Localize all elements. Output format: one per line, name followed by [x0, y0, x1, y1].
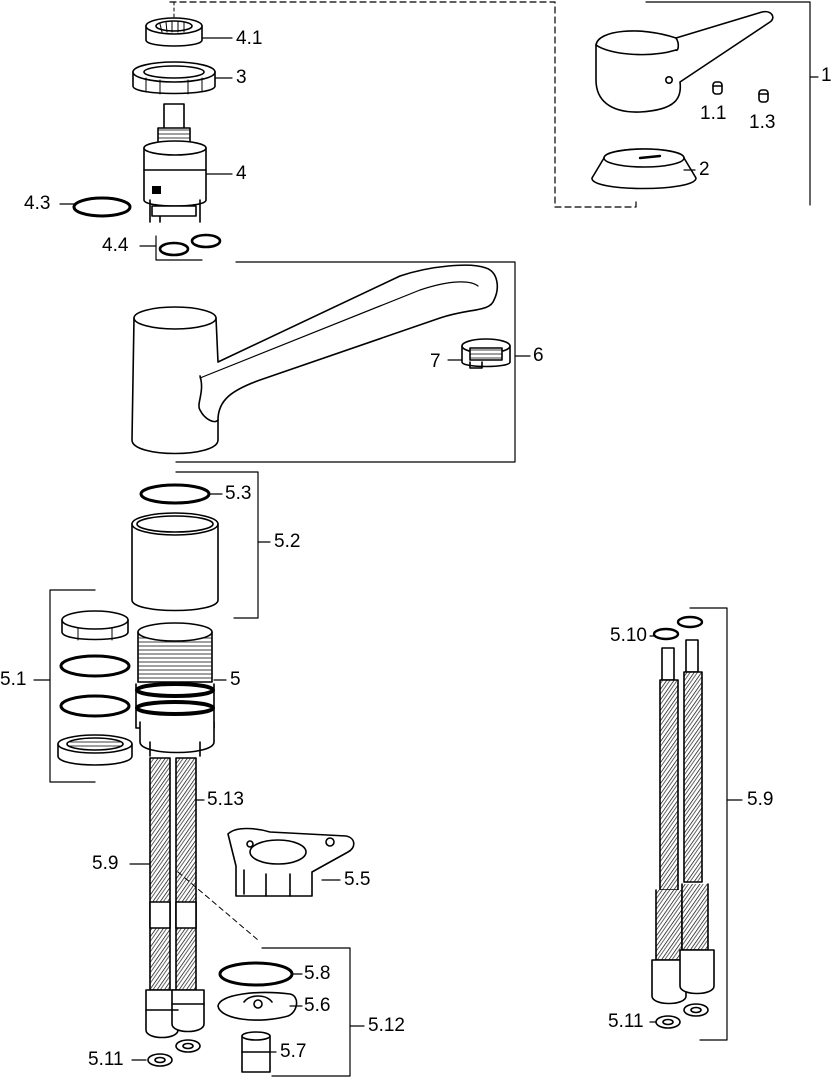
- part-4-cartridge: [143, 103, 207, 223]
- label-5-11-right: 5.11: [608, 1011, 644, 1032]
- part-4-4-seal-b: [190, 233, 222, 249]
- part-5-3-o-ring: [139, 483, 211, 505]
- label-5-3: 5.3: [225, 483, 252, 504]
- label-4-3: 4.3: [24, 193, 51, 214]
- part-4-4-seal-a: [158, 241, 190, 257]
- label-6: 6: [533, 345, 544, 366]
- handle-group-bracket: [645, 1, 811, 206]
- label-2: 2: [699, 159, 710, 180]
- connector-group: [217, 947, 365, 1077]
- part-5-1-ring-bottom: [57, 734, 133, 766]
- part-5-1-ring-top: [61, 610, 129, 641]
- part-5-1-seal-1: [59, 654, 131, 678]
- mounting-kit: [33, 589, 227, 783]
- cartridge-stack: [59, 1, 233, 261]
- label-5-1: 5.1: [0, 669, 27, 690]
- part-5-6-clip: [217, 991, 298, 1021]
- part-4-3-o-ring: [72, 196, 132, 218]
- part-5-2-sleeve: [131, 512, 219, 612]
- washer-5-11-left-a: [147, 1053, 173, 1067]
- label-5-11-left: 5.11: [88, 1049, 124, 1070]
- washer-5-10-b: [676, 615, 704, 629]
- washer-5-11-right-a: [655, 1015, 681, 1029]
- washer-5-10-a: [652, 627, 680, 641]
- label-5-8: 5.8: [304, 963, 331, 984]
- spout-bracket: [175, 261, 516, 463]
- part-4-1-nut: [145, 17, 203, 47]
- part-3-ring-nut: [132, 61, 216, 95]
- label-5-5: 5.5: [344, 869, 371, 890]
- part-7-aerator: [461, 338, 511, 369]
- screw-1-3: [758, 89, 769, 103]
- part-5-7-connector: [241, 1031, 271, 1073]
- handle-group: [169, 1, 819, 208]
- label-7: 7: [430, 351, 441, 372]
- label-5-12: 5.12: [368, 1015, 405, 1036]
- left-hoses: [129, 757, 259, 1067]
- label-5-2: 5.2: [274, 531, 301, 552]
- label-1-3: 1.3: [749, 112, 776, 133]
- label-4-4: 4.4: [102, 235, 129, 256]
- bracket-5-1: [49, 589, 96, 783]
- label-4-1: 4.1: [236, 28, 263, 49]
- label-5-13: 5.13: [207, 789, 244, 810]
- cover-cap: [591, 148, 697, 190]
- lever-handle: [595, 10, 774, 113]
- screw-1-1: [712, 81, 723, 95]
- label-4: 4: [236, 163, 247, 184]
- right-hoses: [649, 607, 743, 1041]
- part-5-5-fixing-plate: [227, 827, 355, 897]
- label-1: 1: [821, 65, 832, 86]
- washer-5-11-right-b: [683, 1003, 709, 1017]
- label-5-10: 5.10: [610, 625, 647, 646]
- spout-body: [131, 261, 531, 463]
- label-5-9-left: 5.9: [92, 853, 119, 874]
- handle-group-dashed-frame: [169, 1, 637, 208]
- label-5: 5: [230, 669, 241, 690]
- part-5-threaded-shank: [135, 622, 215, 757]
- label-5-9-right: 5.9: [747, 789, 774, 810]
- washer-5-11-left-b: [175, 1039, 201, 1053]
- label-3: 3: [236, 67, 247, 88]
- label-5-7: 5.7: [280, 1041, 307, 1062]
- part-5-8-o-ring: [218, 961, 294, 987]
- label-1-1: 1.1: [700, 103, 727, 124]
- label-5-6: 5.6: [304, 995, 331, 1016]
- part-5-1-seal-2: [59, 694, 131, 718]
- sleeve-group: [131, 471, 271, 619]
